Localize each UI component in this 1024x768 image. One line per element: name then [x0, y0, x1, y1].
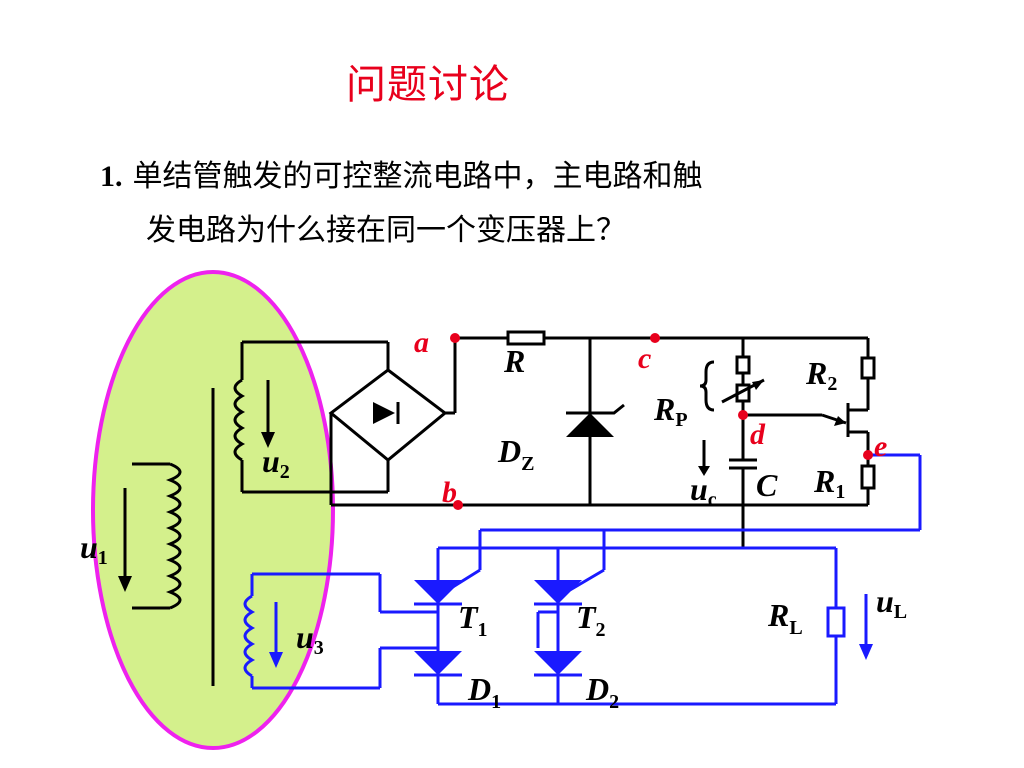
label-D1-sub: 1 — [491, 691, 501, 713]
label-D1: D — [467, 671, 491, 707]
label-u1: u — [80, 529, 98, 565]
uL-arrow — [859, 594, 873, 660]
diode-D1-icon — [414, 651, 462, 675]
u2-winding — [233, 378, 246, 462]
label-R1: R — [813, 463, 835, 499]
zener-diode-icon — [566, 413, 614, 437]
question-text: 1. 单结管触发的可控整流电路中，主电路和触 发电路为什么接在同一个变压器上？ — [100, 150, 960, 258]
trigger-symbols — [373, 380, 846, 476]
label-b: b — [442, 476, 457, 509]
svg-text:D1: D1 — [467, 671, 501, 713]
node-b — [453, 500, 463, 510]
page-title: 问题讨论 — [346, 62, 510, 108]
svg-text:R2: R2 — [805, 355, 837, 395]
svg-text:DZ: DZ — [497, 433, 534, 475]
label-RL-sub: L — [789, 617, 802, 639]
label-DZ: D — [497, 433, 521, 469]
u3-arrow — [269, 602, 283, 668]
label-c: c — [638, 342, 651, 375]
label-a: a — [414, 326, 429, 359]
resistor-R2 — [860, 356, 876, 380]
label-uL-sub: L — [894, 601, 907, 623]
u1-arrow — [118, 488, 132, 592]
trigger-circuit — [233, 330, 876, 548]
diode-D2-icon — [534, 651, 582, 675]
question-line-1: 单结管触发的可控整流电路中，主电路和触 — [132, 159, 703, 194]
label-RL: R — [767, 597, 789, 633]
label-e: e — [874, 430, 887, 463]
u3-winding — [243, 594, 256, 678]
bridge-diode-icon — [373, 402, 395, 424]
thyristor-T1-icon — [414, 580, 462, 604]
label-T1-sub: 1 — [478, 619, 488, 641]
label-DZ-sub: Z — [521, 453, 534, 475]
resistor-R1 — [860, 464, 876, 490]
svg-text:u1: u1 — [80, 529, 108, 569]
label-uc: u — [690, 471, 708, 507]
node-d — [738, 410, 748, 420]
svg-text:uL: uL — [876, 583, 907, 623]
label-uc-sub: c — [708, 489, 717, 511]
thyristor-T2-icon — [534, 580, 582, 604]
svg-text:u3: u3 — [296, 619, 324, 659]
label-T1: T — [458, 599, 479, 635]
u1-primary-winding — [165, 462, 182, 610]
node-c — [650, 333, 660, 343]
bridge-rectifier — [328, 368, 448, 462]
circuit-nodes — [450, 333, 873, 510]
transformer — [132, 388, 215, 686]
label-T2-sub: 2 — [596, 619, 606, 641]
label-D2-sub: 2 — [609, 691, 619, 713]
label-R2: R — [805, 355, 827, 391]
svg-text:u2: u2 — [262, 443, 290, 483]
label-RP: R — [653, 391, 675, 427]
label-uL: u — [876, 583, 894, 619]
label-u3: u — [296, 619, 314, 655]
u2-arrow — [261, 380, 275, 448]
question-number: 1. — [100, 160, 123, 193]
node-a — [450, 333, 460, 343]
node-e — [863, 450, 873, 460]
svg-text:R1: R1 — [813, 463, 845, 503]
svg-text:D2: D2 — [585, 671, 619, 713]
label-u2: u — [262, 443, 280, 479]
label-T2: T — [576, 599, 597, 635]
label-d: d — [750, 418, 766, 451]
label-u2-sub: 2 — [280, 461, 290, 483]
svg-text:uc: uc — [690, 471, 717, 511]
label-R1-sub: 1 — [835, 481, 845, 503]
resistor-RL — [826, 606, 846, 638]
label-R: R — [503, 343, 525, 379]
label-D2: D — [585, 671, 609, 707]
question-line-2: 发电路为什么接在同一个变压器上？ — [146, 213, 626, 248]
resistor-RP-upper — [735, 355, 751, 375]
svg-text:T2: T2 — [576, 599, 606, 641]
label-C: C — [756, 467, 778, 503]
svg-text:T1: T1 — [458, 599, 488, 641]
label-R2-sub: 2 — [827, 373, 837, 395]
label-u1-sub: 1 — [98, 547, 108, 569]
label-u3-sub: 3 — [314, 637, 324, 659]
svg-text:RL: RL — [767, 597, 803, 639]
main-circuit — [243, 453, 922, 706]
svg-text:RP: RP — [653, 391, 688, 431]
main-symbols — [414, 580, 582, 675]
label-RP-sub: P — [675, 409, 687, 431]
